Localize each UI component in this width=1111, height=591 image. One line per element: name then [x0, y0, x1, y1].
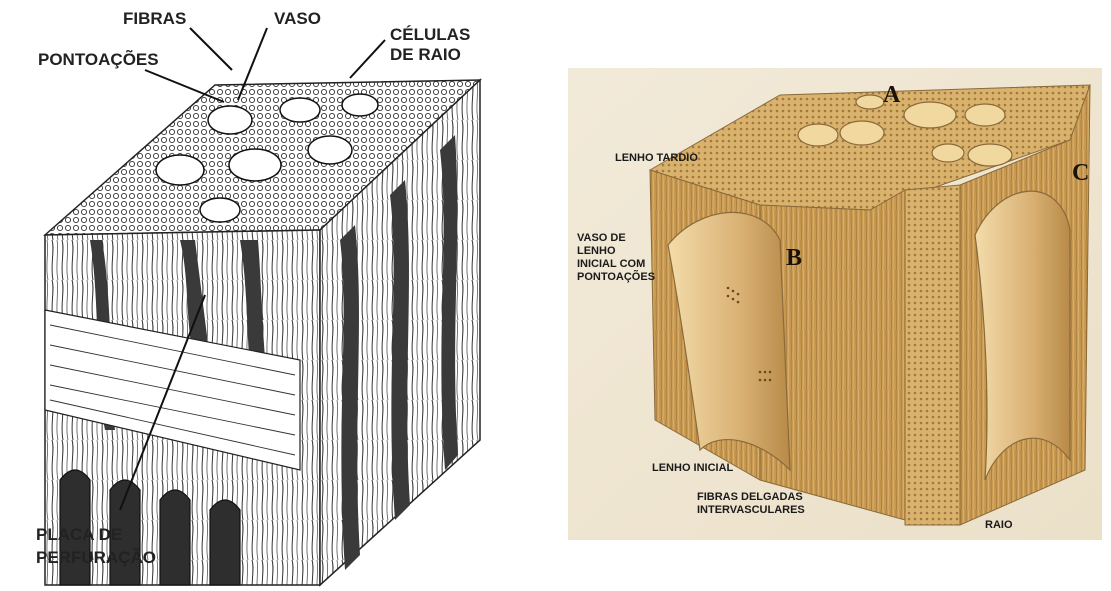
label-celulas-line2: DE RAIO	[390, 45, 461, 64]
label-pontoacoes: PONTOAÇÕES	[38, 49, 159, 69]
label-celulas-line1: CÉLULAS	[390, 25, 470, 44]
letter-b: B	[786, 245, 802, 271]
letter-c: C	[1072, 160, 1089, 186]
label-placa-line2: PERFURAÇÃO	[36, 547, 156, 567]
label-vaso-lenho-line3: INICIAL COM	[577, 258, 645, 270]
label-vaso: VASO	[274, 9, 321, 28]
label-vaso-lenho-line4: PONTOAÇÕES	[577, 270, 655, 283]
label-fibras: FIBRAS	[123, 9, 186, 28]
right-ray-column	[905, 185, 960, 525]
label-fibras-delgadas-line2: INTERVASCULARES	[697, 504, 805, 516]
label-fibras-delgadas-line1: FIBRAS DELGADAS	[697, 491, 803, 503]
label-lenho-tardio: LENHO TARDIO	[615, 152, 698, 164]
letter-a: A	[883, 82, 901, 108]
label-raio: RAIO	[985, 519, 1013, 531]
label-vaso-lenho-line1: VASO DE	[577, 232, 626, 244]
label-lenho-inicial: LENHO INICIAL	[652, 462, 734, 474]
label-placa-line1: PLACA DE	[36, 525, 122, 544]
right-wood-photo	[568, 68, 1102, 540]
left-wood-block	[45, 80, 480, 585]
right-large-vessel-right	[975, 191, 1070, 480]
label-vaso-lenho-line2: LENHO	[577, 245, 616, 257]
